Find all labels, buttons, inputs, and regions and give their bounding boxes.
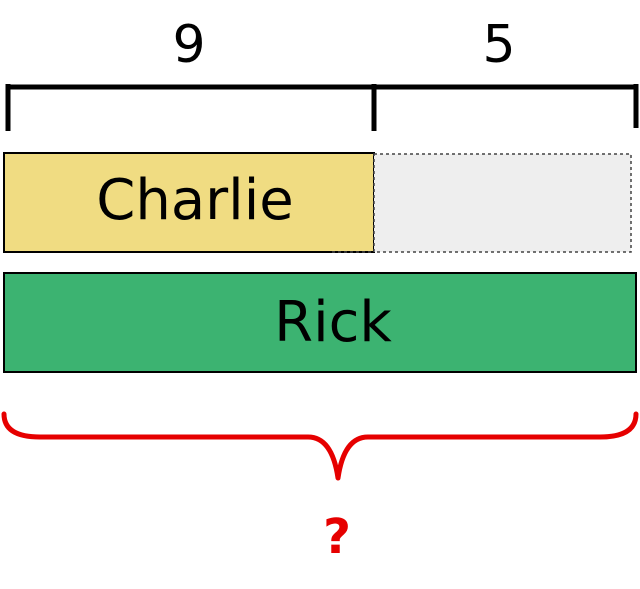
rick-bar-label: Rick <box>274 290 392 355</box>
rick-bar <box>3 272 637 373</box>
unknown-total-label: ? <box>323 509 351 565</box>
charlie-bar <box>3 152 375 253</box>
bottom-brace <box>1 411 639 481</box>
top-bracket <box>5 84 639 131</box>
charlie-gap-bar <box>373 153 632 253</box>
segment-label-charlie: 9 <box>172 15 205 75</box>
segment-label-gap: 5 <box>482 15 515 75</box>
charlie-bar-label: Charlie <box>96 168 294 233</box>
